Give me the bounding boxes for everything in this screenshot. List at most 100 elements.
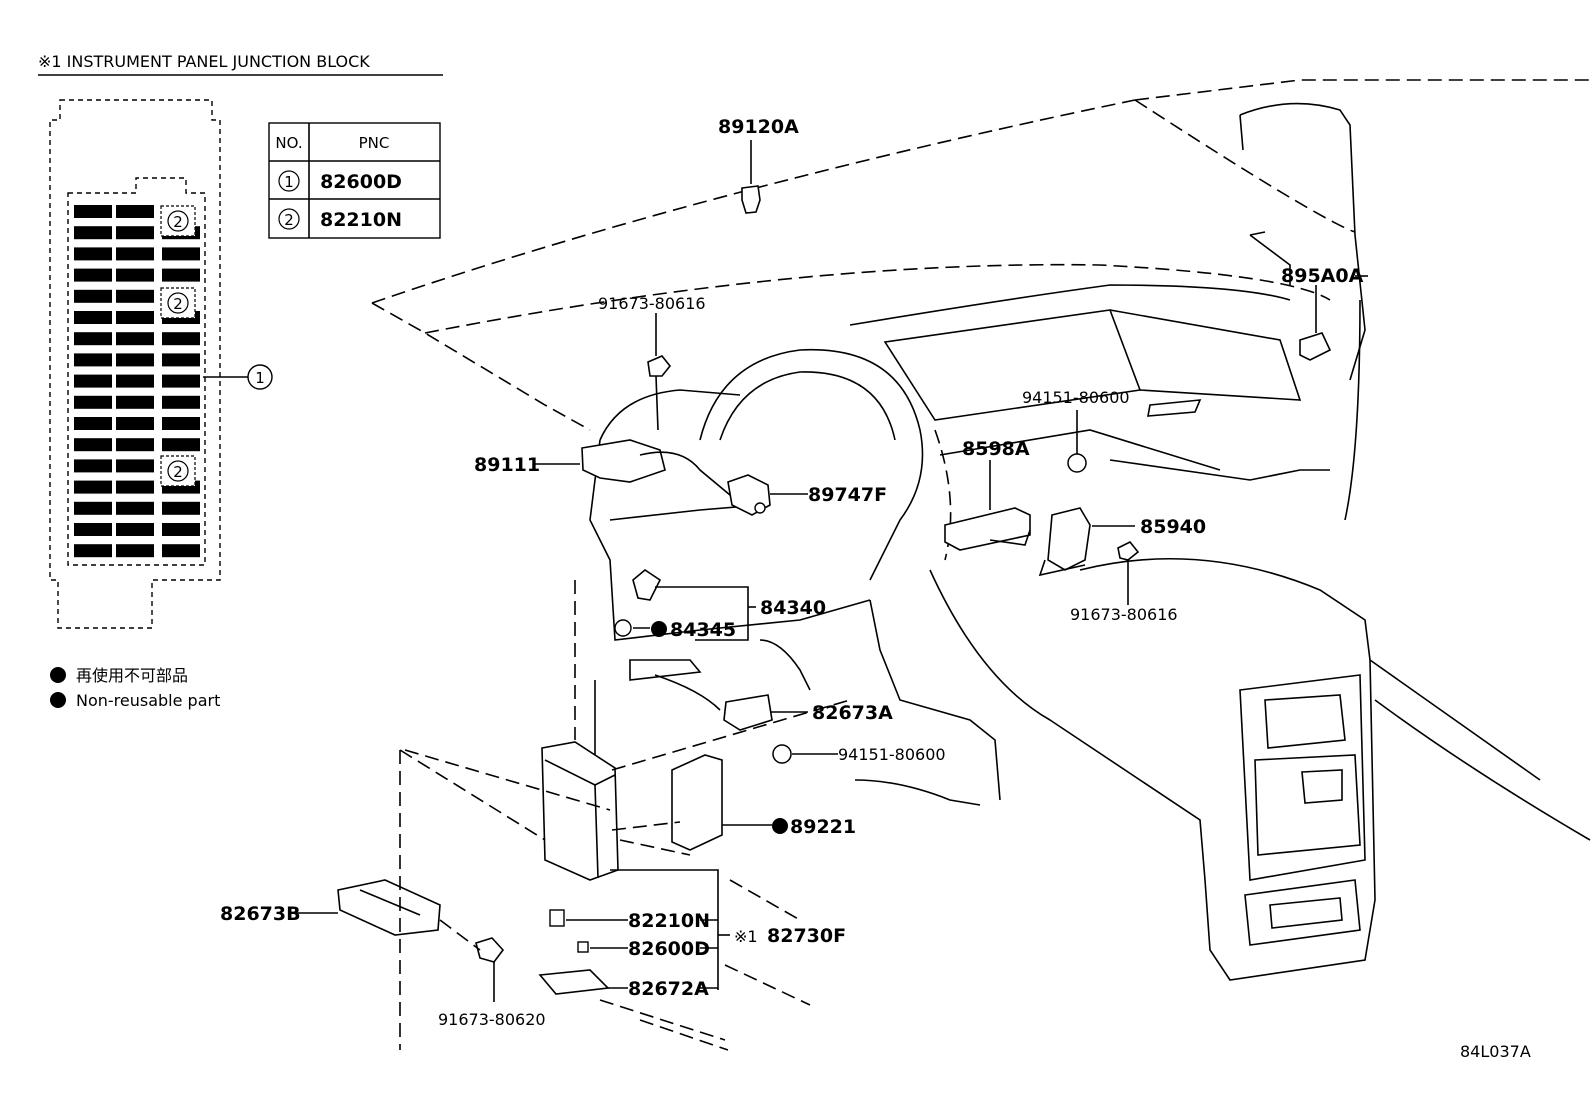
fuse-slot [74, 332, 112, 346]
fuse-slot [74, 395, 112, 409]
label-91673-80620: 91673-80620 [438, 1010, 546, 1029]
part-89111-shape [535, 439, 731, 496]
fuse-slot [116, 289, 154, 303]
part-94151-80600-bot-shape [772, 744, 838, 764]
callout-1-circle [247, 364, 273, 390]
fuse-slot [74, 374, 112, 388]
fuse-slot [74, 438, 112, 452]
fuse-slot [74, 417, 112, 430]
fuse-slot [116, 268, 154, 282]
svg-text:2: 2 [173, 295, 183, 313]
label-84345: 84345 [670, 619, 736, 641]
label-85940: 85940 [1140, 516, 1206, 538]
fuse-slot [162, 438, 200, 452]
installation-lines [399, 580, 851, 1051]
label-82730F: 82730F [767, 925, 846, 947]
part-82600D-shape [577, 941, 718, 953]
fuse-slot [74, 205, 112, 218]
part-82730F-shape [541, 741, 730, 990]
pnc-table-header-pnc: PNC [359, 134, 390, 152]
fuse-slot [74, 523, 112, 536]
svg-text:2: 2 [173, 463, 183, 481]
label-94151-80600-bot: 94151-80600 [838, 745, 946, 764]
fuse-slot [116, 332, 154, 346]
fuse-slot [74, 480, 112, 494]
fuse-callout-2-b: 2 [160, 287, 196, 319]
fuse-slot [116, 544, 154, 558]
part-94151-80600-top-shape [1067, 410, 1087, 473]
header-title: ※1 INSTRUMENT PANEL JUNCTION BLOCK [38, 52, 370, 71]
non-reusable-dot-icon [50, 667, 66, 683]
part-91673-80620-shape [475, 937, 505, 1002]
fuse-slot [74, 226, 112, 240]
fuse-slot [116, 438, 154, 452]
fuse-slot [74, 544, 112, 558]
label-82730F-prefix: ※1 [734, 927, 758, 946]
label-94151-80600-top: 94151-80600 [1022, 388, 1130, 407]
fuse-callout-2-a: 2 [160, 205, 196, 237]
label-89120A: 89120A [718, 116, 799, 138]
fuse-grid [74, 205, 200, 558]
fuse-slot [116, 226, 154, 240]
fuse-slot [162, 523, 200, 536]
callout-1-label: 1 [255, 369, 265, 387]
label-82600D: 82600D [628, 938, 710, 960]
fuse-slot [116, 523, 154, 536]
fuse-slot [116, 353, 154, 367]
fuse-slot [162, 417, 200, 430]
label-82673A: 82673A [812, 702, 893, 724]
fuse-slot [116, 459, 154, 473]
label-8598A: 8598A [962, 438, 1030, 460]
label-84340: 84340 [760, 597, 826, 619]
fuse-slot [116, 205, 154, 218]
label-91673-80616-top: 91673-80616 [598, 294, 706, 313]
fuse-slot [162, 501, 200, 515]
junction-block: 2 2 2 1 [49, 99, 273, 629]
non-reusable-dot-icon [651, 621, 667, 637]
fuse-slot [162, 353, 200, 367]
fuse-slot [116, 395, 154, 409]
part-895A0A-shape [1299, 275, 1368, 361]
part-85940-shape [1038, 507, 1135, 577]
fuse-slot [116, 417, 154, 430]
pnc-row-1-pnc: 82600D [320, 171, 402, 193]
part-84345-shape [614, 619, 667, 637]
fuse-slot [162, 268, 200, 282]
fuse-slot [74, 501, 112, 515]
fuse-slot [74, 353, 112, 367]
non-reusable-dot-icon [772, 818, 788, 834]
pnc-row-2-pnc: 82210N [320, 209, 402, 231]
fuse-slot [116, 501, 154, 515]
non-reusable-dot-icon [50, 692, 66, 708]
label-82672A: 82672A [628, 978, 709, 1000]
part-82673B-shape [295, 879, 441, 936]
part-91673-80616-right-shape [1117, 540, 1140, 605]
pnc-row-2-no: 2 [284, 211, 294, 229]
legend-jp: 再使用不可部品 [76, 666, 188, 685]
fuse-slot [162, 374, 200, 388]
part-82210N-shape [549, 909, 718, 927]
fuse-slot [74, 289, 112, 303]
fuse-slot [162, 332, 200, 346]
fuse-slot [116, 311, 154, 324]
fuse-slot [162, 247, 200, 261]
fuse-slot [162, 544, 200, 558]
label-89111: 89111 [474, 454, 540, 476]
part-89120A-shape [741, 140, 761, 214]
label-82673B: 82673B [220, 903, 301, 925]
svg-text:2: 2 [173, 213, 183, 231]
label-82210N: 82210N [628, 910, 710, 932]
pnc-table-header-no: NO. [275, 134, 302, 152]
part-82673A-shape [723, 694, 808, 731]
part-89221-shape [671, 754, 788, 851]
pnc-row-1-no: 1 [284, 173, 294, 191]
part-8598A-shape [944, 460, 1031, 551]
part-89747F-shape [727, 474, 808, 516]
fuse-slot [116, 480, 154, 494]
label-89221: 89221 [790, 816, 856, 838]
fuse-slot [116, 374, 154, 388]
legend-en: Non-reusable part [76, 691, 220, 710]
fuse-slot [74, 459, 112, 473]
figure-id: 84L037A [1460, 1042, 1531, 1061]
